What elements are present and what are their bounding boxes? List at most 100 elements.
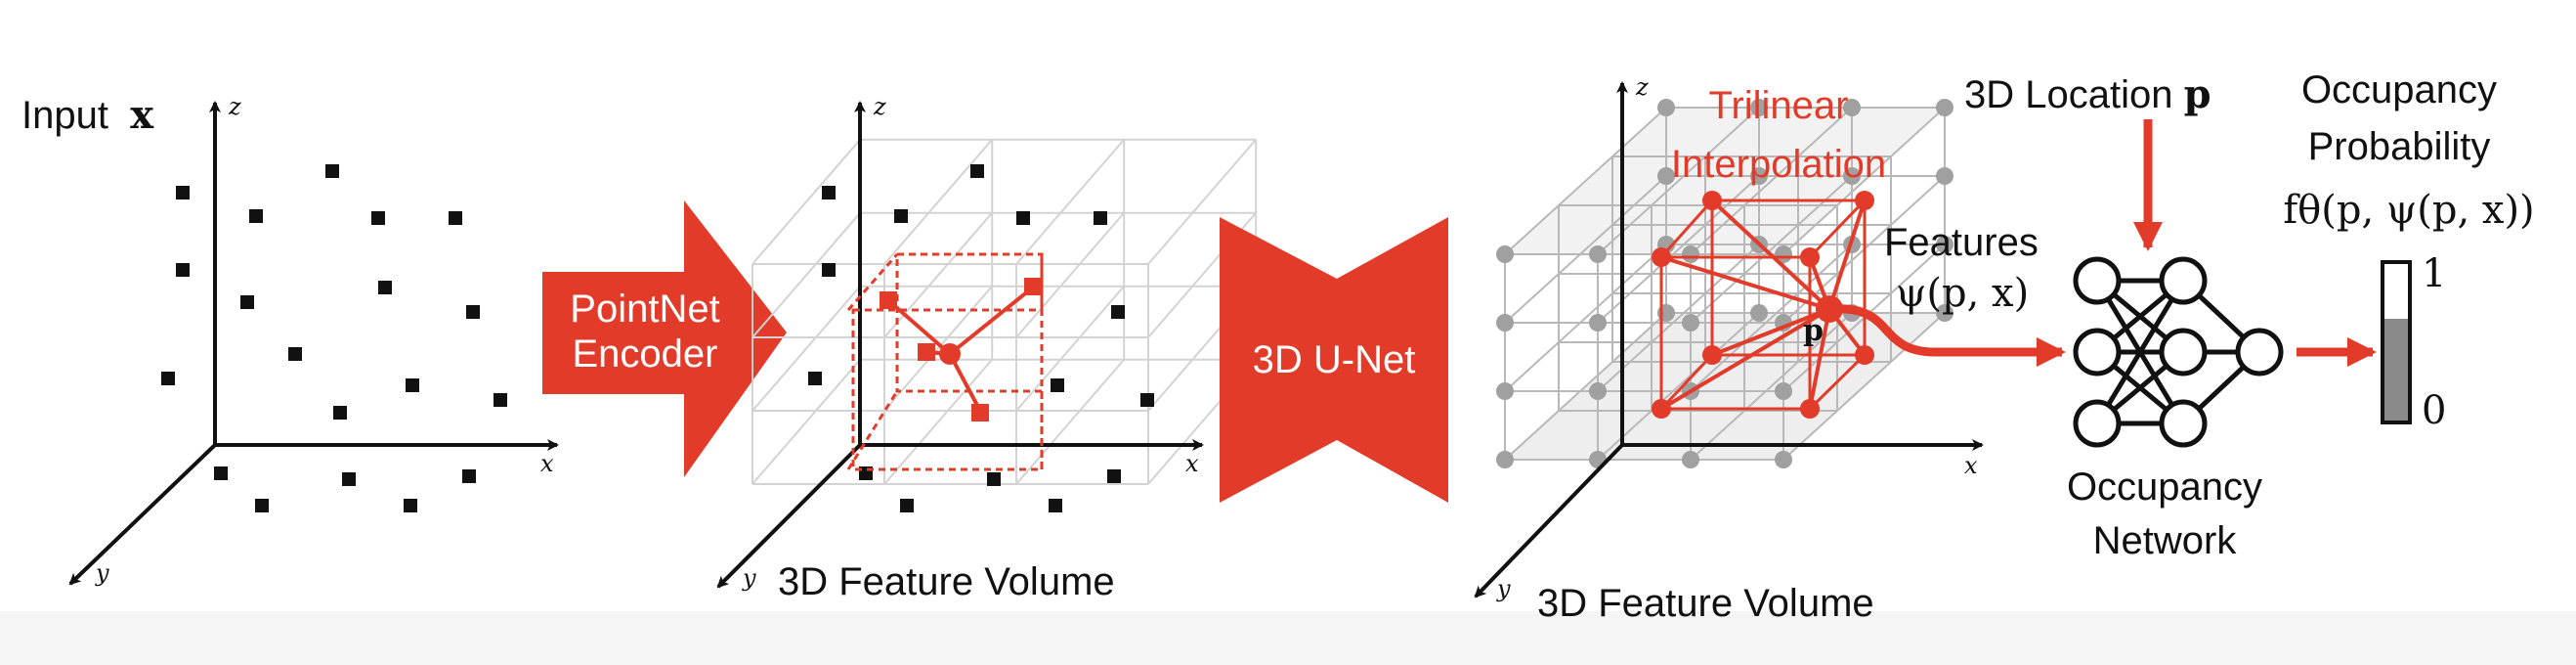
location-label: 3D Location p	[1964, 71, 2211, 117]
input-point	[176, 263, 190, 277]
features-formula: ψ(p, x)	[1896, 271, 2030, 316]
grid-node	[1657, 99, 1675, 116]
bar-max-label: 1	[2422, 251, 2447, 296]
volume2-caption: 3D Feature Volume	[1537, 582, 1874, 625]
grid-node	[1682, 314, 1699, 332]
grid-line	[751, 212, 861, 338]
grid-line	[1597, 107, 1760, 255]
grid-line	[1690, 244, 1853, 392]
grid-top-face	[1505, 108, 1945, 254]
grid-node	[1843, 167, 1861, 185]
network-node	[2073, 399, 2122, 448]
grid-node	[1936, 304, 1953, 322]
interp-node	[1652, 399, 1671, 419]
volume1-axis-x: x	[1185, 450, 1199, 477]
network-node	[2159, 328, 2208, 377]
location-symbol: p	[2183, 71, 2211, 117]
pointnet-encoder-arrow	[542, 200, 787, 477]
bottom-band	[0, 611, 2576, 665]
grid-line	[1504, 244, 1667, 392]
input-point	[249, 209, 263, 223]
volume1-axis-y: y	[743, 564, 756, 592]
interp-link	[1660, 255, 1830, 311]
interp-label-line1: Trilinear	[1708, 84, 1849, 127]
network-label-line1: Occupancy	[2066, 466, 2263, 509]
feature-volume-axes-2	[1474, 81, 1984, 598]
input-point	[449, 211, 462, 225]
interp-node	[1855, 345, 1874, 365]
input-symbol: x	[130, 92, 154, 138]
volume-point	[1107, 469, 1121, 483]
grid-node	[1496, 245, 1514, 263]
grid-line	[1015, 286, 1125, 412]
volume2-axis-y: y	[1497, 575, 1511, 602]
input-axis-y: y	[96, 559, 109, 587]
query-point-label: p	[1803, 314, 1824, 348]
grid-node	[1750, 167, 1768, 185]
volume-point	[900, 499, 914, 512]
grid-line	[1690, 107, 1853, 255]
grid-node	[1682, 245, 1699, 263]
features-label: Features	[1884, 221, 2039, 264]
input-point	[466, 305, 480, 319]
grid-line	[1015, 139, 1125, 265]
unet-label: 3D U-Net	[1252, 338, 1416, 381]
interp-link	[1659, 307, 1831, 411]
grid-line	[1504, 107, 1667, 255]
input-point	[406, 378, 419, 392]
grid-line	[883, 212, 993, 338]
grid-line	[1015, 212, 1125, 338]
trilinear-interpolation	[1652, 191, 1874, 419]
grid-node	[1936, 99, 1953, 116]
volume-point	[822, 263, 836, 277]
query-point	[1816, 295, 1843, 323]
volume2-axis-x: x	[1964, 452, 1978, 479]
input-point	[288, 347, 302, 361]
interp-node	[1855, 191, 1874, 210]
grid-node	[1496, 314, 1514, 332]
volume-point	[822, 186, 836, 200]
network-node	[2159, 256, 2208, 305]
input-axis-x: x	[540, 450, 554, 477]
input-point	[325, 164, 339, 178]
grid-line	[1597, 312, 1760, 461]
output-formula: fθ(p, ψ(p, x))	[2283, 188, 2535, 233]
input-point	[333, 406, 347, 420]
network-node	[2159, 399, 2208, 448]
grid-line	[1015, 359, 1125, 485]
grid-node	[1775, 451, 1792, 468]
grid-line	[1597, 244, 1760, 392]
grid-line	[751, 286, 861, 412]
input-point	[161, 372, 175, 385]
input-point	[404, 499, 417, 512]
grid-node	[1589, 245, 1607, 263]
input-point	[378, 281, 392, 294]
network-node	[2073, 256, 2122, 305]
network-node	[2235, 328, 2284, 377]
volume-point-cloud	[808, 164, 1154, 512]
volume-point	[987, 472, 1001, 486]
probability-fill	[2384, 319, 2408, 421]
grid-node	[1936, 167, 1953, 185]
occupancy-network	[2073, 256, 2284, 448]
volume-point	[1016, 211, 1030, 225]
output-label-line2: Probability	[2307, 125, 2491, 168]
interp-link	[1808, 308, 1831, 410]
volume-point	[894, 209, 908, 223]
volume2-axis-z: z	[1636, 73, 1649, 101]
volume-point	[808, 372, 822, 385]
interp-label-line2: Interpolation	[1670, 143, 1887, 186]
network-edge	[2094, 279, 2186, 425]
bar-min-label: 0	[2422, 388, 2447, 433]
grid-bottom-face	[1505, 313, 1945, 460]
volume-point	[1094, 211, 1107, 225]
input-point	[371, 211, 385, 225]
grid-node	[1750, 304, 1768, 322]
features-arrow	[1831, 304, 2066, 367]
volume-point	[1111, 305, 1125, 319]
input-title: Input x	[21, 92, 154, 138]
probability-bar	[2381, 260, 2412, 424]
volume1-caption: 3D Feature Volume	[778, 560, 1115, 603]
